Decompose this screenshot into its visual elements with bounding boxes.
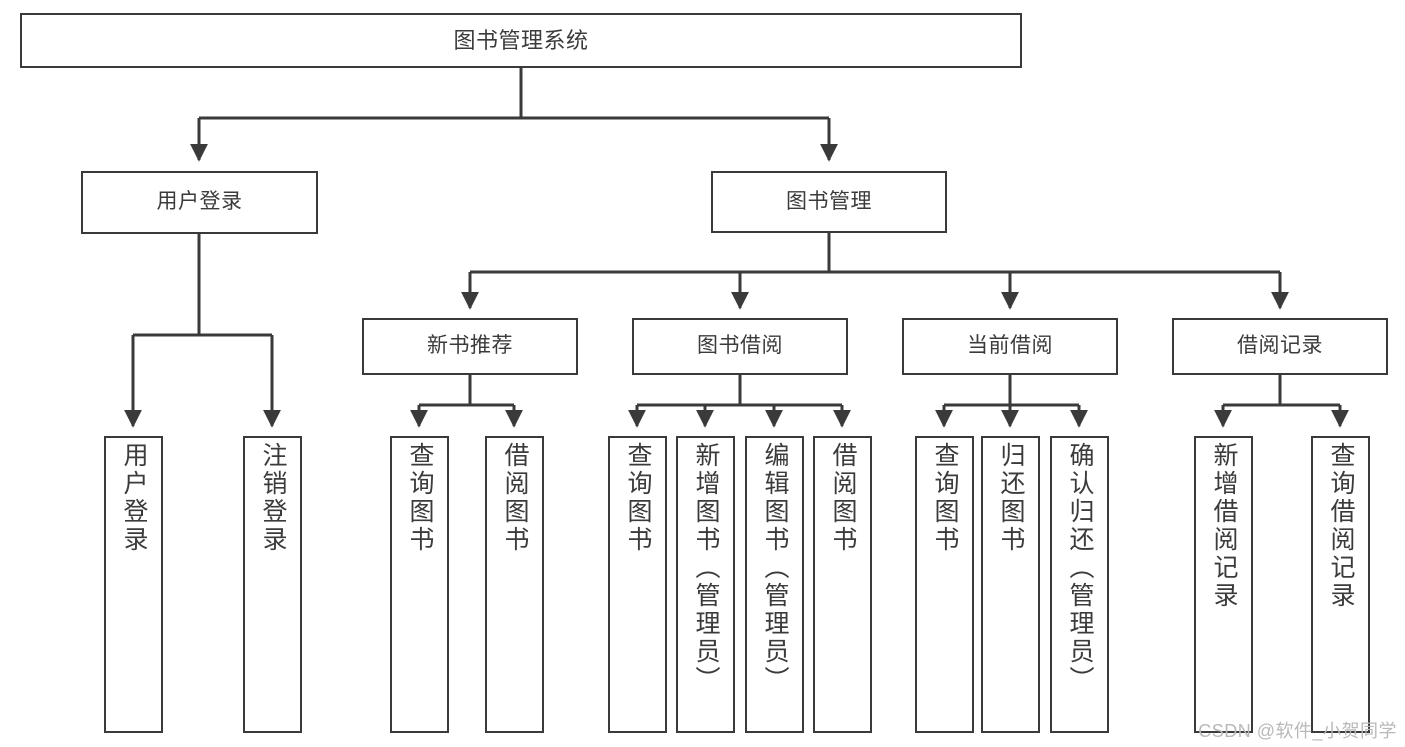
node-leaf-return-book[interactable]: 归还图书: [981, 436, 1040, 733]
node-leaf-edit-book-label: 编辑图书（管理员）: [761, 442, 789, 694]
node-leaf-logout[interactable]: 注销登录: [243, 436, 302, 733]
node-borrow-record-label: 借阅记录: [1237, 334, 1323, 358]
node-leaf-confirm-return[interactable]: 确认归还（管理员）: [1050, 436, 1109, 733]
node-leaf-query-book-3[interactable]: 查询图书: [915, 436, 974, 733]
watermark: CSDN @软件_小贺同学: [1198, 721, 1397, 741]
node-leaf-borrow-book-2-label: 借阅图书: [829, 442, 857, 554]
node-book-borrow[interactable]: 图书借阅: [632, 318, 848, 375]
node-current-borrow[interactable]: 当前借阅: [902, 318, 1118, 375]
node-leaf-borrow-book-2[interactable]: 借阅图书: [813, 436, 872, 733]
node-borrow-record[interactable]: 借阅记录: [1172, 318, 1388, 375]
node-book-manage-label: 图书管理: [786, 189, 872, 213]
node-leaf-edit-book[interactable]: 编辑图书（管理员）: [745, 436, 804, 733]
node-leaf-logout-label: 注销登录: [259, 442, 287, 554]
node-leaf-query-record[interactable]: 查询借阅记录: [1311, 436, 1370, 733]
node-leaf-user-login[interactable]: 用户登录: [104, 436, 163, 733]
node-leaf-query-book-1-label: 查询图书: [406, 442, 434, 554]
node-leaf-user-login-label: 用户登录: [120, 442, 148, 554]
node-root[interactable]: 图书管理系统: [20, 13, 1022, 68]
node-new-book-recommend-label: 新书推荐: [427, 334, 513, 358]
node-leaf-add-book-label: 新增图书（管理员）: [692, 442, 720, 694]
node-new-book-recommend[interactable]: 新书推荐: [362, 318, 578, 375]
node-book-manage[interactable]: 图书管理: [711, 171, 947, 233]
node-leaf-borrow-book-1[interactable]: 借阅图书: [485, 436, 544, 733]
node-book-borrow-label: 图书借阅: [697, 334, 783, 358]
node-root-label: 图书管理系统: [453, 27, 589, 53]
node-leaf-add-record[interactable]: 新增借阅记录: [1194, 436, 1253, 733]
node-leaf-borrow-book-1-label: 借阅图书: [501, 442, 529, 554]
node-leaf-query-book-3-label: 查询图书: [931, 442, 959, 554]
node-current-borrow-label: 当前借阅: [967, 334, 1053, 358]
node-leaf-query-book-2[interactable]: 查询图书: [608, 436, 667, 733]
node-leaf-add-record-label: 新增借阅记录: [1210, 442, 1238, 610]
node-leaf-query-book-1[interactable]: 查询图书: [390, 436, 449, 733]
node-leaf-query-record-label: 查询借阅记录: [1327, 442, 1355, 610]
node-leaf-add-book[interactable]: 新增图书（管理员）: [676, 436, 735, 733]
node-leaf-confirm-return-label: 确认归还（管理员）: [1066, 442, 1094, 694]
node-leaf-return-book-label: 归还图书: [997, 442, 1025, 554]
node-leaf-query-book-2-label: 查询图书: [624, 442, 652, 554]
node-user-login-label: 用户登录: [156, 190, 243, 214]
node-user-login[interactable]: 用户登录: [81, 171, 318, 234]
